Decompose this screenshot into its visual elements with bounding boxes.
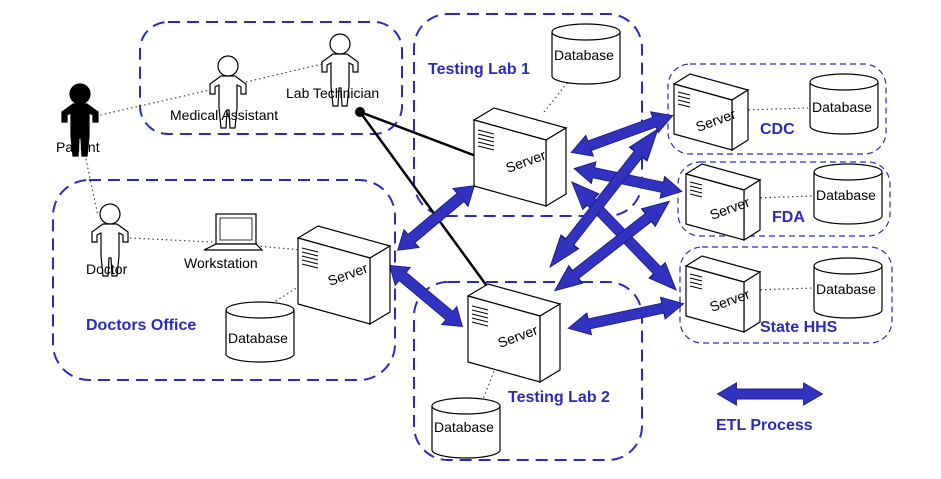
- testing-lab-1-title: Testing Lab 1: [428, 61, 530, 78]
- etl-legend-label: ETL Process: [716, 417, 813, 434]
- fda-box: [677, 161, 891, 237]
- patient-doctor-link: [83, 149, 99, 217]
- workstation-label: Workstation: [184, 255, 258, 271]
- cdc-db-label: Database: [812, 99, 872, 115]
- cdc-title: CDC: [760, 121, 795, 138]
- state-hhs-title: State HHS: [760, 319, 838, 336]
- technician-node: [355, 107, 365, 117]
- cdc-server: [673, 73, 749, 151]
- lab1-db-label: Database: [554, 47, 614, 63]
- state-hhs-box: [679, 246, 893, 344]
- doctors-office-title: Doctors Office: [86, 317, 196, 334]
- cdc-db-link: [743, 107, 809, 111]
- testing-lab-2-title: Testing Lab 2: [508, 389, 610, 406]
- fda-db-link: [755, 195, 813, 199]
- medical-assistant-label: Medical Assistant: [170, 107, 278, 123]
- etl-legend-arrow: [716, 382, 824, 406]
- lab1-db-link: [543, 81, 569, 113]
- fda-title: FDA: [772, 209, 805, 226]
- fda-db-label: Database: [816, 187, 876, 203]
- patient-label: Patient: [56, 139, 100, 155]
- lab-technician-label: Lab Technician: [286, 85, 379, 101]
- etl-lab2-hhs: [565, 292, 687, 340]
- clinic-staff-group-box: [139, 21, 403, 135]
- lab2-db-link: [481, 365, 497, 403]
- technician-lab1-link: [359, 110, 477, 158]
- etl-lab1-cdc: [566, 104, 678, 164]
- testing-lab-1-box: [413, 13, 643, 217]
- doctor-workstation-link: [129, 237, 213, 243]
- etl-arrows: [381, 104, 824, 406]
- patient-assistant-link: [95, 89, 211, 117]
- hhs-db-link: [755, 287, 815, 291]
- doctor-label: Doctor: [86, 261, 128, 277]
- cdc-box: [667, 63, 887, 155]
- etl-office-lab1: [389, 176, 483, 260]
- testing-lab-2-box: [413, 281, 643, 461]
- technician-lab2-link: [358, 111, 502, 305]
- office-db-label: Database: [228, 330, 288, 346]
- assistant-technician-link: [245, 63, 323, 83]
- hhs-db-label: Database: [816, 281, 876, 297]
- lab2-db-label: Database: [434, 419, 494, 435]
- laptop-icon: [203, 213, 264, 251]
- workstation-server-link: [255, 245, 303, 251]
